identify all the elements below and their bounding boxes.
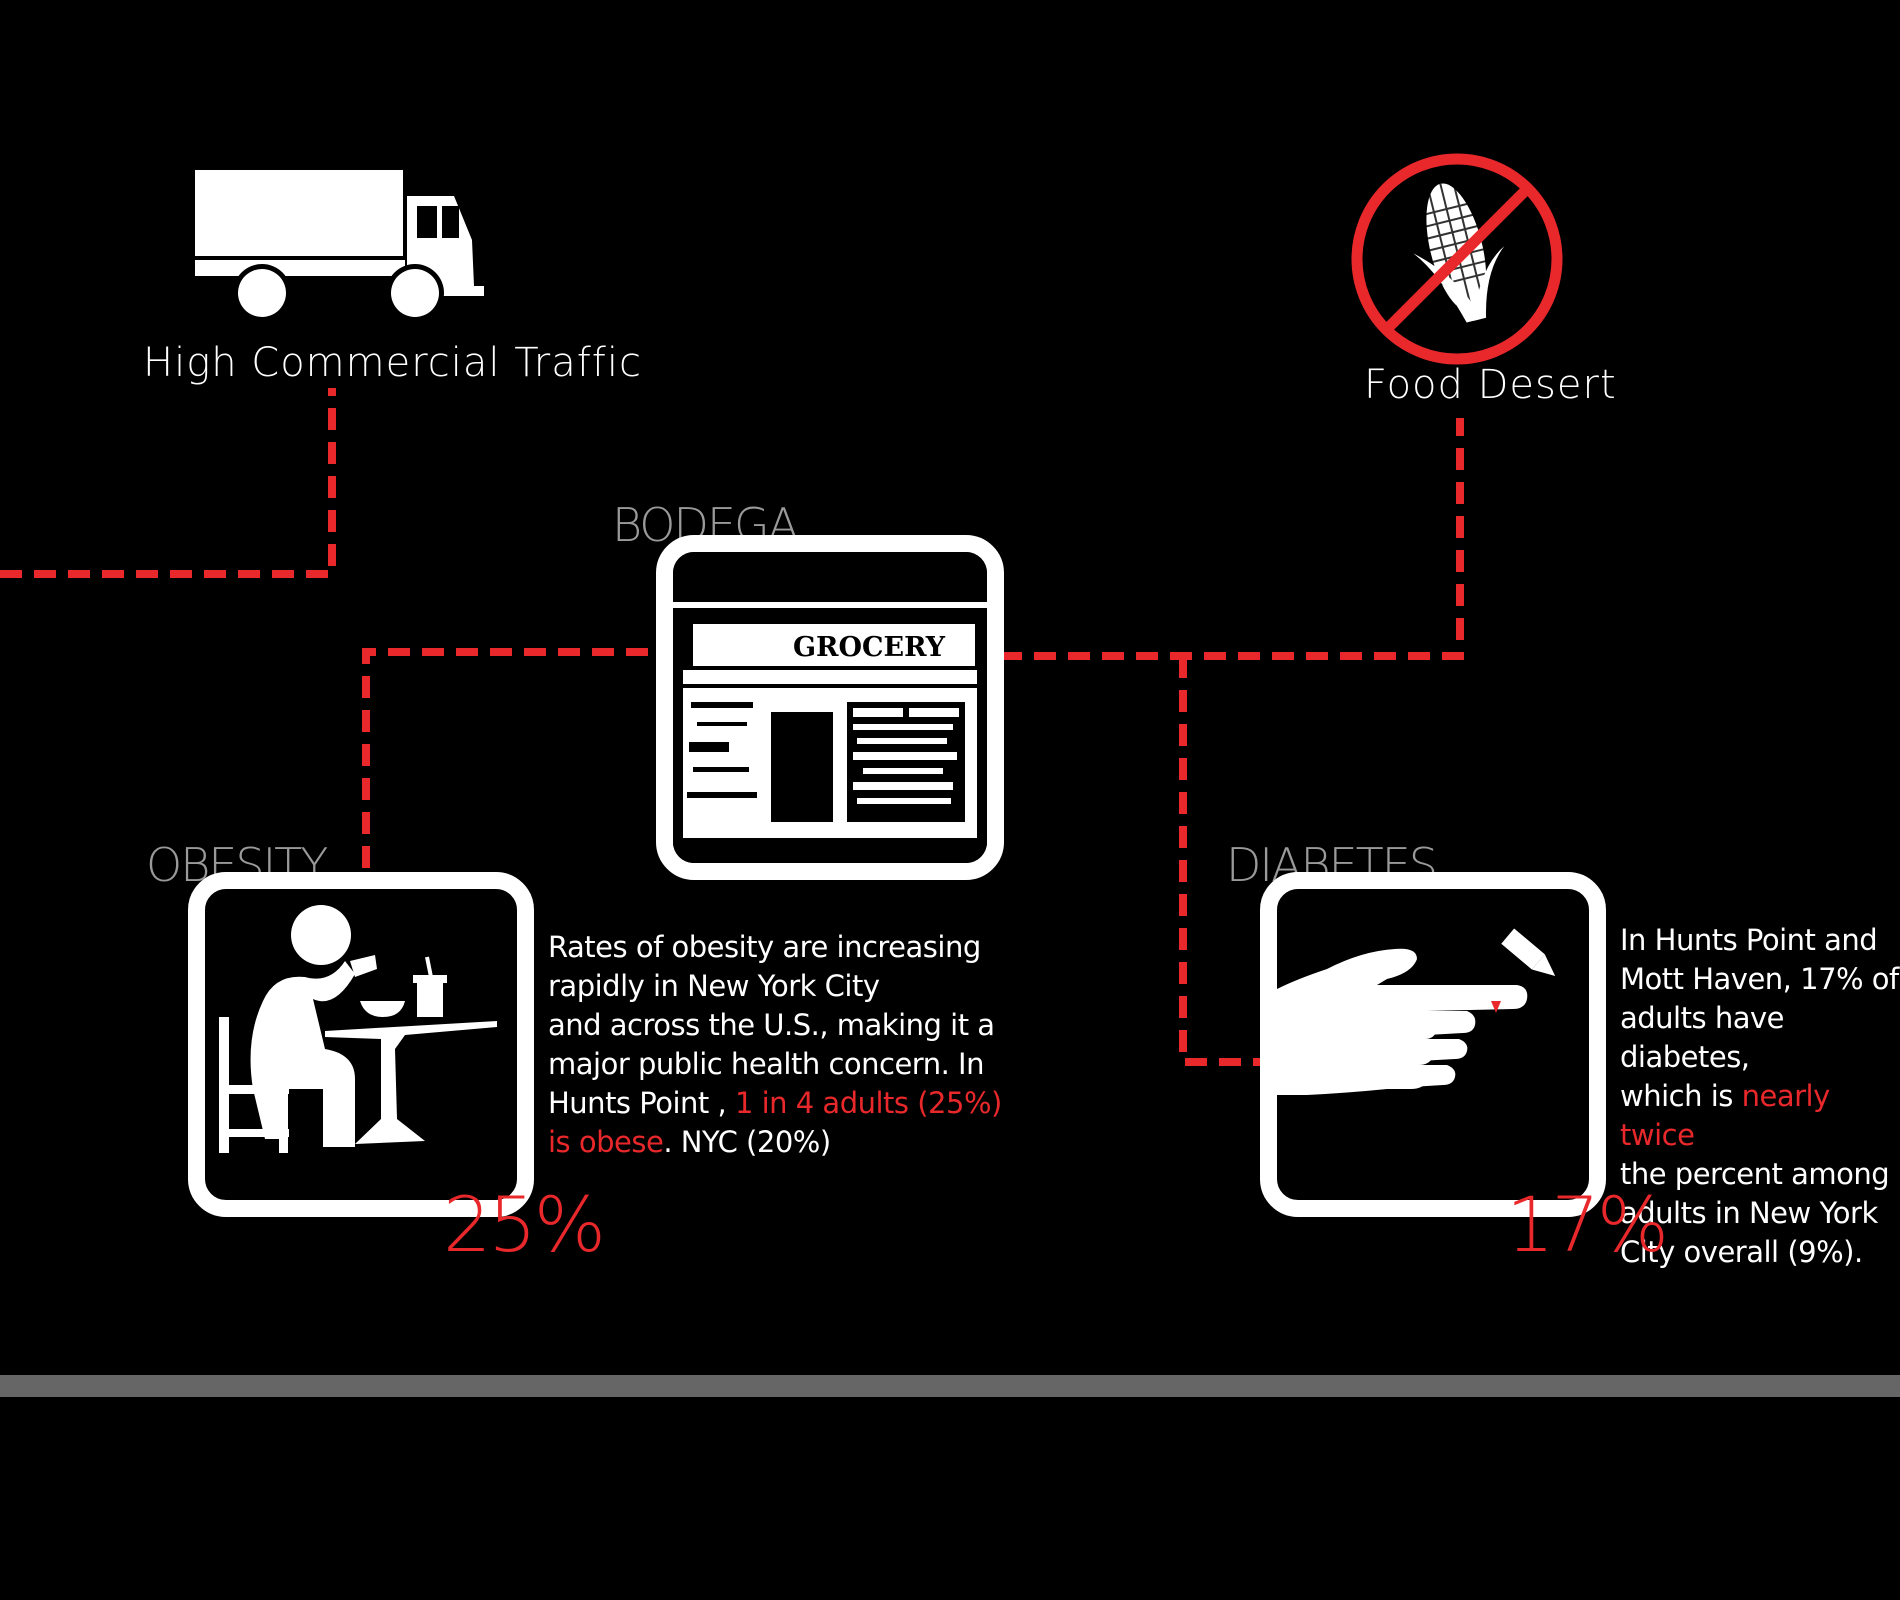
obesity-text-segment: Hunts Point ,	[548, 1086, 735, 1120]
diabetes-text-line: which is nearly twice	[1620, 1077, 1900, 1155]
diabetes-connector	[1179, 656, 1262, 1066]
grocery-storefront-photo: GROCERY	[673, 552, 987, 863]
obesity-highlight: is obese	[548, 1125, 664, 1159]
bodega-frame: GROCERY	[656, 535, 1004, 880]
person-eating-icon	[219, 905, 497, 1153]
obesity-text-line: rapidly in New York City	[548, 969, 880, 1003]
truck-icon	[195, 170, 484, 322]
diabetes-text-line: the percent among	[1620, 1157, 1890, 1191]
diabetes-text-line: adults have diabetes,	[1620, 1001, 1784, 1074]
obesity-connector	[362, 648, 660, 868]
diabetes-text-line: City overall (9%).	[1620, 1235, 1863, 1269]
no-corn-icon	[1351, 153, 1563, 365]
diabetes-text-line: In Hunts Point and	[1620, 923, 1878, 957]
obesity-description: Rates of obesity are increasing rapidly …	[548, 928, 1002, 1162]
obesity-frame	[188, 872, 534, 1217]
diabetes-text-line: Mott Haven, 17% of	[1620, 962, 1899, 996]
diabetes-text-segment: which is	[1620, 1079, 1742, 1113]
obesity-text-line: is obese. NYC (20%)	[548, 1123, 1002, 1162]
traffic-connector	[0, 388, 336, 578]
diabetes-frame	[1260, 872, 1606, 1217]
footer-divider	[0, 1375, 1900, 1397]
food-desert-label: Food Desert	[1364, 362, 1617, 408]
diabetes-highlight: nearly twice	[1620, 1079, 1830, 1152]
grocery-sign: GROCERY	[793, 632, 946, 663]
traffic-label: High Commercial Traffic	[143, 340, 642, 386]
finger-prick-icon	[1277, 928, 1556, 1095]
obesity-percent: 25%	[443, 1180, 606, 1269]
obesity-text-line: Rates of obesity are increasing	[548, 930, 981, 964]
diabetes-text-line: adults in New York	[1620, 1196, 1878, 1230]
obesity-highlight: 1 in 4 adults (25%)	[734, 1086, 1002, 1120]
obesity-text-segment: . NYC (20%)	[663, 1125, 831, 1159]
obesity-text-line: and across the U.S., making it a	[548, 1008, 995, 1042]
obesity-text-line: major public health concern. In	[548, 1047, 984, 1081]
diabetes-percent: 17%	[1506, 1180, 1669, 1269]
diabetes-description: In Hunts Point and Mott Haven, 17% of ad…	[1620, 921, 1900, 1272]
obesity-text-line: Hunts Point , 1 in 4 adults (25%)	[548, 1084, 1002, 1123]
food-desert-connector	[1000, 418, 1464, 660]
